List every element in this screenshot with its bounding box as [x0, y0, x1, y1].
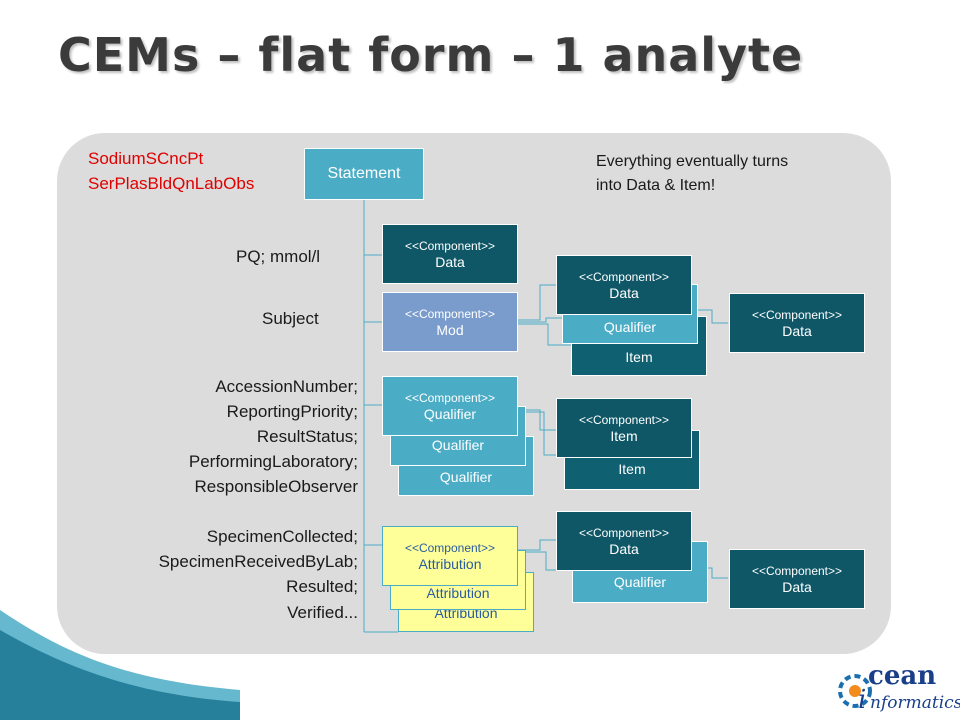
box-label: Qualifier	[603, 319, 657, 335]
label-received: SpecimenReceivedByLab;	[158, 552, 358, 571]
component-data-attr-right[interactable]: <<Component>> Data	[729, 549, 865, 609]
box-label: Data	[782, 579, 812, 595]
box-label: Data	[435, 254, 465, 270]
label-observer: ResponsibleObserver	[194, 477, 358, 496]
box-label: Data	[609, 541, 639, 557]
note-line-2: into Data & Item!	[596, 177, 716, 194]
box-label: Data	[609, 285, 639, 301]
label-collected: SpecimenCollected;	[206, 527, 358, 546]
cem-name-serplas: SerPlasBldQnLabObs	[88, 174, 255, 193]
component-data-attr[interactable]: <<Component>> Data	[556, 511, 692, 571]
stereotype-label: <<Component>>	[404, 391, 496, 405]
stereotype-label: <<Component>>	[751, 564, 843, 578]
logo-text-bottom: nformatics	[870, 693, 960, 713]
box-label: Mod	[436, 322, 464, 338]
stereotype-label: <<Component>>	[578, 526, 670, 540]
label-verified: Verified...	[287, 603, 358, 622]
box-label: Attribution	[426, 585, 490, 601]
stereotype-label: <<Component>>	[404, 541, 496, 555]
stereotype-label: <<Component>>	[404, 307, 496, 321]
slide-title: CEMs – flat form – 1 analyte	[58, 28, 804, 82]
box-label: Qualifier	[431, 437, 485, 453]
label-status: ResultStatus;	[256, 427, 358, 446]
statement-label: Statement	[327, 165, 401, 182]
component-data-mod[interactable]: <<Component>> Data	[556, 255, 692, 315]
note-line-1: Everything eventually turns	[596, 153, 789, 170]
ocean-informatics-logo: cean i nformatics	[838, 660, 960, 718]
label-accession: AccessionNumber;	[215, 377, 358, 396]
logo-text-top: cean	[868, 661, 937, 691]
box-label: Attribution	[418, 556, 482, 572]
box-label: Data	[782, 323, 812, 339]
box-label: Item	[610, 428, 638, 444]
box-label: Qualifier	[439, 469, 493, 485]
box-label: Item	[625, 349, 653, 365]
decorative-swoosh	[0, 610, 240, 720]
stereotype-label: <<Component>>	[404, 239, 496, 253]
label-priority: ReportingPriority;	[226, 402, 358, 421]
box-label: Item	[618, 461, 646, 477]
cem-name-sodium: SodiumSCncPt	[88, 149, 204, 168]
box-label: Qualifier	[423, 406, 477, 422]
component-qualifier-1[interactable]: <<Component>> Qualifier	[382, 376, 518, 436]
component-item-qualifier[interactable]: <<Component>> Item	[556, 398, 692, 458]
label-performing: PerformingLaboratory;	[188, 452, 358, 471]
label-pq: PQ; mmol/l	[236, 247, 321, 266]
box-label: Qualifier	[613, 574, 667, 590]
component-mod[interactable]: <<Component>> Mod	[382, 292, 518, 352]
stereotype-label: <<Component>>	[578, 270, 670, 284]
stereotype-label: <<Component>>	[751, 308, 843, 322]
component-data-pq[interactable]: <<Component>> Data	[382, 224, 518, 284]
component-data-mod-right[interactable]: <<Component>> Data	[729, 293, 865, 353]
statement-box[interactable]: Statement	[304, 148, 424, 200]
logo-mark-icon	[838, 674, 872, 708]
label-subject: Subject	[262, 309, 319, 328]
stereotype-label: <<Component>>	[578, 413, 670, 427]
component-attribution-1[interactable]: <<Component>> Attribution	[382, 526, 518, 586]
logo-letter: i	[858, 685, 867, 715]
label-resulted: Resulted;	[286, 577, 358, 596]
